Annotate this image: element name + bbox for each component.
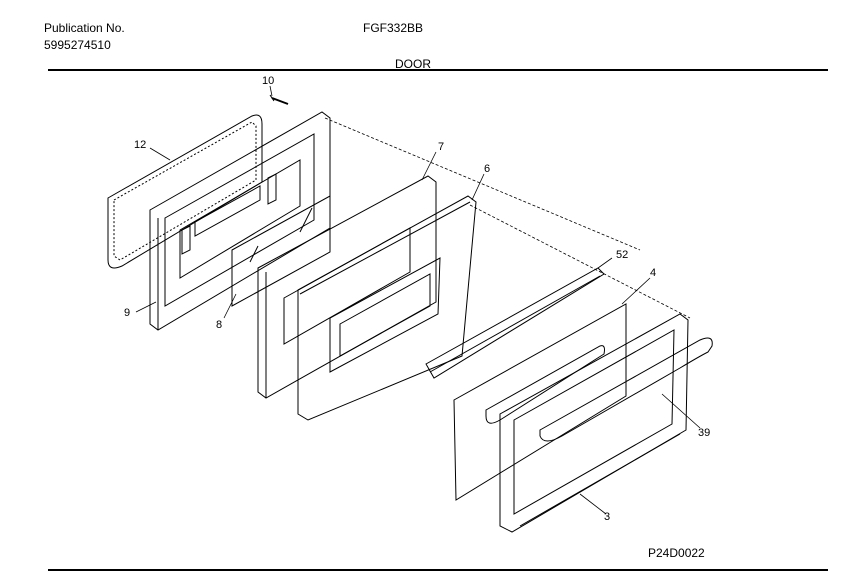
publication-label: Publication No.	[44, 21, 125, 35]
part-10-screw	[269, 94, 289, 105]
part-8-glass	[231, 195, 331, 307]
callout-7: 7	[438, 141, 444, 153]
part-7-insulation	[257, 175, 437, 399]
part-12-gasket	[107, 114, 263, 269]
diagram-id: P24D0022	[648, 546, 705, 560]
footer-rule	[48, 569, 828, 571]
callout-39: 39	[698, 427, 710, 439]
part-9-inner-door	[149, 111, 331, 331]
model-number: FGF332BB	[363, 21, 424, 35]
callout-4: 4	[650, 267, 656, 279]
part-4-outer-glass	[453, 303, 627, 501]
callout-9: 9	[124, 307, 130, 319]
part-6-door-liner	[297, 195, 477, 421]
callout-10: 10	[262, 75, 274, 87]
alignment-lines	[324, 117, 691, 319]
callout-52: 52	[616, 249, 628, 261]
part-3-door-frame	[499, 313, 689, 533]
callout-12: 12	[134, 139, 146, 151]
section-title: DOOR	[395, 57, 431, 71]
callout-3: 3	[604, 511, 610, 523]
part-39-handle	[539, 337, 713, 442]
leader-lines	[135, 85, 701, 515]
callout-8: 8	[216, 319, 222, 331]
publication-number: 5995274510	[44, 38, 111, 52]
part-52-trim	[425, 267, 605, 379]
header-rule	[48, 69, 828, 71]
callout-6: 6	[484, 163, 490, 175]
